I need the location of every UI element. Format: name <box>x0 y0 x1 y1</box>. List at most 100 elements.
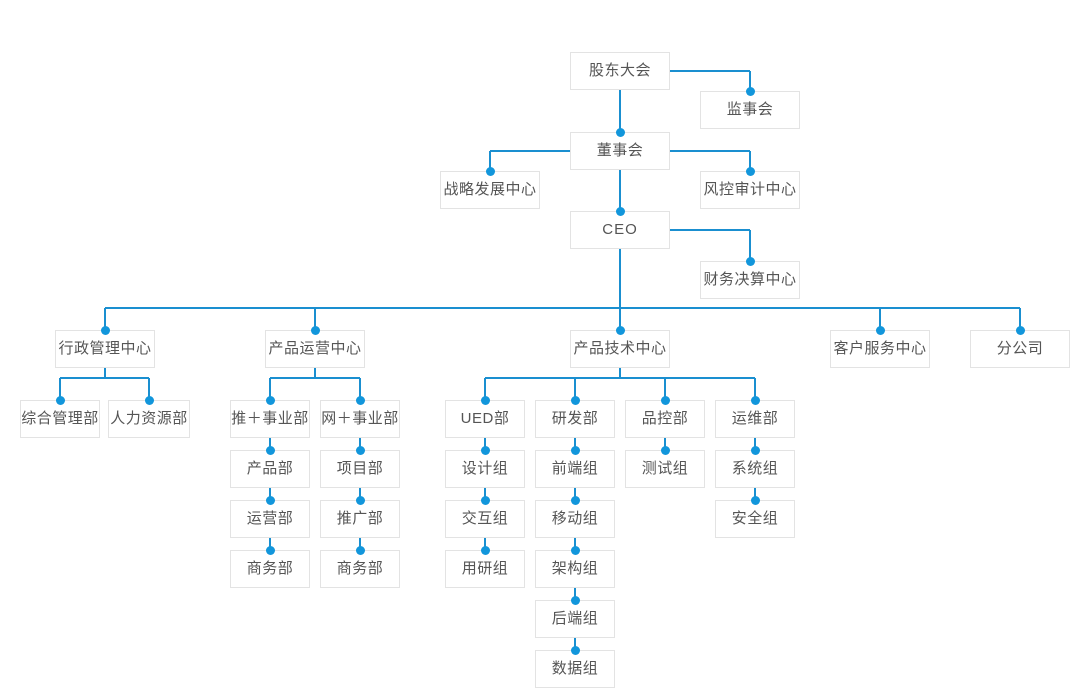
org-node-label: 设计组 <box>461 460 509 477</box>
connector-dot-system-group <box>750 445 760 455</box>
org-node-product-tech-center[interactable]: 产品技术中心 <box>570 330 670 368</box>
org-node-label: 数据组 <box>551 660 599 677</box>
org-node-label: 系统组 <box>731 460 779 477</box>
connector-dot-data-group <box>570 645 580 655</box>
org-node-label: 测试组 <box>641 460 689 477</box>
org-node-label: 股东大会 <box>588 62 651 79</box>
connector-dot-risk-audit-center <box>745 166 755 176</box>
org-node-rd-dept[interactable]: 研发部 <box>535 400 615 438</box>
org-node-label: 分公司 <box>996 340 1044 357</box>
org-node-product-dept[interactable]: 产品部 <box>230 450 310 488</box>
connector-dot-strategy-center <box>485 166 495 176</box>
org-node-shareholders[interactable]: 股东大会 <box>570 52 670 90</box>
org-node-label: 项目部 <box>336 460 384 477</box>
org-node-system-group[interactable]: 系统组 <box>715 450 795 488</box>
org-node-label: 人力资源部 <box>110 410 188 427</box>
org-node-design-group[interactable]: 设计组 <box>445 450 525 488</box>
connector-dot-business-dept-2 <box>355 545 365 555</box>
org-node-project-dept[interactable]: 项目部 <box>320 450 400 488</box>
org-node-label: 后端组 <box>551 610 599 627</box>
org-node-label: 移动组 <box>551 510 599 527</box>
org-node-promotion-dept[interactable]: 推广部 <box>320 500 400 538</box>
org-node-label: 产品技术中心 <box>573 340 667 357</box>
org-node-hr-dept[interactable]: 人力资源部 <box>108 400 190 438</box>
org-node-qc-dept[interactable]: 品控部 <box>625 400 705 438</box>
connector-dot-mobile-group <box>570 495 580 505</box>
org-node-label: 商务部 <box>336 560 384 577</box>
connector-dot-product-tech-center <box>615 325 625 335</box>
org-node-label: 商务部 <box>246 560 294 577</box>
org-node-customer-service-center[interactable]: 客户服务中心 <box>830 330 930 368</box>
org-node-label: 前端组 <box>551 460 599 477</box>
connector-dot-supervisors <box>745 86 755 96</box>
connector-dot-user-research-group <box>480 545 490 555</box>
org-node-finance-center[interactable]: 财务决算中心 <box>700 261 800 299</box>
org-node-interaction-group[interactable]: 交互组 <box>445 500 525 538</box>
connector-dot-branch-company <box>1015 325 1025 335</box>
org-node-label: 产品部 <box>246 460 294 477</box>
connector-dot-hr-dept <box>144 395 154 405</box>
org-node-ued-dept[interactable]: UED部 <box>445 400 525 438</box>
connector-dot-tui-business-unit <box>265 395 275 405</box>
org-node-business-dept-2[interactable]: 商务部 <box>320 550 400 588</box>
connector-dot-project-dept <box>355 445 365 455</box>
org-node-label: 财务决算中心 <box>703 271 797 288</box>
org-node-label: CEO <box>602 221 638 238</box>
connector-dot-promotion-dept <box>355 495 365 505</box>
org-node-board[interactable]: 董事会 <box>570 132 670 170</box>
connector-dot-ops-maintenance-dept <box>750 395 760 405</box>
org-node-mobile-group[interactable]: 移动组 <box>535 500 615 538</box>
org-node-data-group[interactable]: 数据组 <box>535 650 615 688</box>
connector-dot-architecture-group <box>570 545 580 555</box>
connector-dot-admin-center <box>100 325 110 335</box>
connector-dot-product-dept <box>265 445 275 455</box>
org-node-wang-business-unit[interactable]: 网＋事业部 <box>320 400 400 438</box>
org-node-label: 研发部 <box>551 410 599 427</box>
org-node-label: 用研组 <box>461 560 509 577</box>
org-node-product-ops-center[interactable]: 产品运营中心 <box>265 330 365 368</box>
org-node-security-group[interactable]: 安全组 <box>715 500 795 538</box>
org-node-risk-audit-center[interactable]: 风控审计中心 <box>700 171 800 209</box>
org-node-general-admin-dept[interactable]: 综合管理部 <box>20 400 100 438</box>
connector-dot-interaction-group <box>480 495 490 505</box>
org-node-label: 网＋事业部 <box>321 410 399 427</box>
org-node-supervisors[interactable]: 监事会 <box>700 91 800 129</box>
org-node-label: 董事会 <box>596 142 644 159</box>
org-node-label: 产品运营中心 <box>268 340 362 357</box>
org-node-label: 安全组 <box>731 510 779 527</box>
org-node-ops-maintenance-dept[interactable]: 运维部 <box>715 400 795 438</box>
connector-dot-frontend-group <box>570 445 580 455</box>
org-node-label: 交互组 <box>461 510 509 527</box>
org-node-admin-center[interactable]: 行政管理中心 <box>55 330 155 368</box>
connector-dot-security-group <box>750 495 760 505</box>
org-node-label: 品控部 <box>641 410 689 427</box>
connector-dot-finance-center <box>745 256 755 266</box>
org-node-user-research-group[interactable]: 用研组 <box>445 550 525 588</box>
connector-dot-operations-dept <box>265 495 275 505</box>
org-node-strategy-center[interactable]: 战略发展中心 <box>440 171 540 209</box>
connector-dot-ceo <box>615 206 625 216</box>
org-node-label: 风控审计中心 <box>703 181 797 198</box>
org-node-branch-company[interactable]: 分公司 <box>970 330 1070 368</box>
connector-dot-product-ops-center <box>310 325 320 335</box>
org-node-label: 推广部 <box>336 510 384 527</box>
org-node-test-group[interactable]: 测试组 <box>625 450 705 488</box>
connector-dot-customer-service-center <box>875 325 885 335</box>
org-node-label: 运维部 <box>731 410 779 427</box>
org-node-backend-group[interactable]: 后端组 <box>535 600 615 638</box>
connector-dot-wang-business-unit <box>355 395 365 405</box>
org-node-business-dept-1[interactable]: 商务部 <box>230 550 310 588</box>
org-node-label: 监事会 <box>726 101 774 118</box>
org-node-tui-business-unit[interactable]: 推＋事业部 <box>230 400 310 438</box>
connector-dot-general-admin-dept <box>55 395 65 405</box>
org-node-operations-dept[interactable]: 运营部 <box>230 500 310 538</box>
org-node-ceo[interactable]: CEO <box>570 211 670 249</box>
org-node-frontend-group[interactable]: 前端组 <box>535 450 615 488</box>
org-node-architecture-group[interactable]: 架构组 <box>535 550 615 588</box>
org-node-label: 综合管理部 <box>21 410 99 427</box>
org-node-label: 运营部 <box>246 510 294 527</box>
org-node-label: 推＋事业部 <box>231 410 309 427</box>
connector-dot-board <box>615 127 625 137</box>
